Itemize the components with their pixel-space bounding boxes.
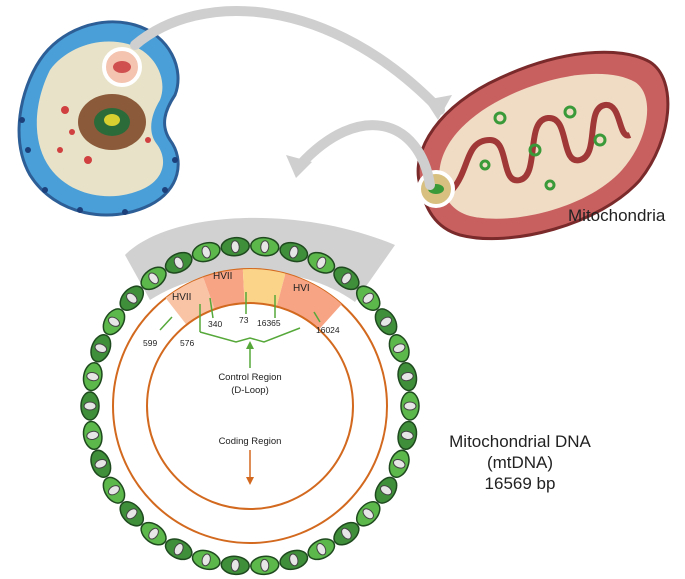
helix-base-pair xyxy=(94,458,108,469)
helix-base-pair xyxy=(230,558,240,572)
position-16365: 16365 xyxy=(257,318,281,328)
helix-base-pair xyxy=(86,372,100,382)
mtdna-caption: Mitochondrial DNA (mtDNA) 16569 bp xyxy=(420,431,620,494)
position-markers xyxy=(159,292,321,343)
zoom-wedge xyxy=(125,217,395,302)
position-576: 576 xyxy=(180,338,194,348)
helix-base-pair xyxy=(289,245,299,259)
mtdna-size: 16569 bp xyxy=(484,474,556,493)
helix-base-pair xyxy=(289,553,299,567)
helix-base-pair xyxy=(173,543,184,556)
inner-ring xyxy=(146,302,354,510)
cell-illustration xyxy=(17,20,180,217)
helix-base-pair xyxy=(341,272,352,285)
helix-base-pair xyxy=(260,240,270,254)
helix-base-pair xyxy=(260,558,270,572)
helix-base-pair xyxy=(316,256,327,269)
helix-base-pair xyxy=(380,485,393,496)
helix-base-pair xyxy=(148,272,159,285)
hypervariable-segments xyxy=(165,269,342,330)
helix-base-pair xyxy=(173,256,184,269)
position-599: 599 xyxy=(143,338,157,348)
position-73: 73 xyxy=(239,315,249,325)
control-region-arrowhead xyxy=(246,341,254,349)
helix-base-pair xyxy=(362,292,374,304)
helix-base-pair xyxy=(400,372,414,382)
helix-base-pair xyxy=(107,316,120,327)
mitochondrion-illustration xyxy=(416,50,670,241)
helix-base-pair xyxy=(201,245,211,259)
helix-base-pair xyxy=(94,343,108,354)
helix-base-pair xyxy=(201,553,211,567)
helix-base-pair xyxy=(400,430,414,440)
helix-base-pair xyxy=(316,543,327,556)
zoom-arrows xyxy=(130,6,452,190)
coding-region-label: Coding Region xyxy=(219,436,282,447)
helix-base-pair xyxy=(230,240,240,254)
helix-base-pair xyxy=(403,401,417,411)
helix-base-pair xyxy=(392,458,406,469)
hvi-label: HVI xyxy=(293,283,310,294)
control-region-label: Control Region xyxy=(218,372,281,383)
helix-base-pair xyxy=(148,527,159,540)
helix-base-pair xyxy=(83,401,97,411)
mtdna-abbrev: (mtDNA) xyxy=(486,453,554,472)
helix-base-pair xyxy=(392,343,406,354)
helix-base-pair xyxy=(126,508,138,520)
coding-region-arrowhead xyxy=(246,477,254,485)
dna-helix-ring xyxy=(80,236,420,576)
helix-base-pair xyxy=(380,316,393,327)
d-loop-label: (D-Loop) xyxy=(231,385,269,396)
mitochondria-label: Mitochondria xyxy=(568,206,666,225)
helix-base-pair xyxy=(86,430,100,440)
position-340: 340 xyxy=(208,319,222,329)
helix-base-pair xyxy=(126,292,138,304)
helix-base-pair xyxy=(341,527,352,540)
helix-base-pair xyxy=(362,508,374,520)
position-16024: 16024 xyxy=(316,325,340,335)
mtdna-title: Mitochondrial DNA xyxy=(449,432,591,451)
hvii-left-label: HVII xyxy=(172,292,191,303)
helix-base-pair xyxy=(107,485,120,496)
hvii-mid-label: HVII xyxy=(213,271,232,282)
